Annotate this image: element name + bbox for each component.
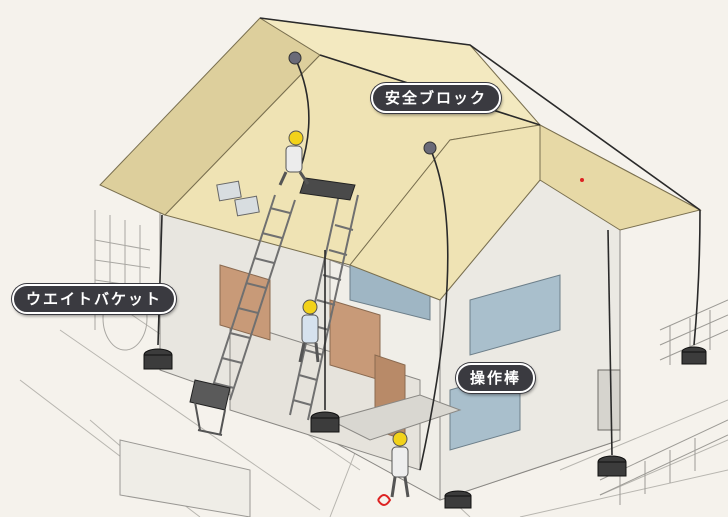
- red-marker: [580, 178, 584, 182]
- weight-bucket: [597, 455, 627, 477]
- callout-operating-rod: 操作棒: [456, 363, 536, 393]
- callout-weight-bucket: ウエイトバケット: [12, 284, 177, 314]
- weight-buckets: [143, 346, 707, 509]
- red-hook: [377, 494, 392, 506]
- callout-safety-block: 安全ブロック: [371, 83, 502, 113]
- worker-ground: [390, 431, 410, 498]
- lifelines: [157, 17, 701, 471]
- weight-bucket: [681, 346, 707, 365]
- weight-bucket: [143, 348, 173, 370]
- safety-blocks: [288, 51, 437, 155]
- worker-roof: [278, 130, 310, 186]
- lift-cart: [189, 379, 231, 436]
- roof-hoist: [299, 177, 356, 201]
- worker-ladder: [298, 299, 320, 363]
- weight-bucket: [310, 411, 340, 433]
- weight-bucket: [444, 490, 472, 509]
